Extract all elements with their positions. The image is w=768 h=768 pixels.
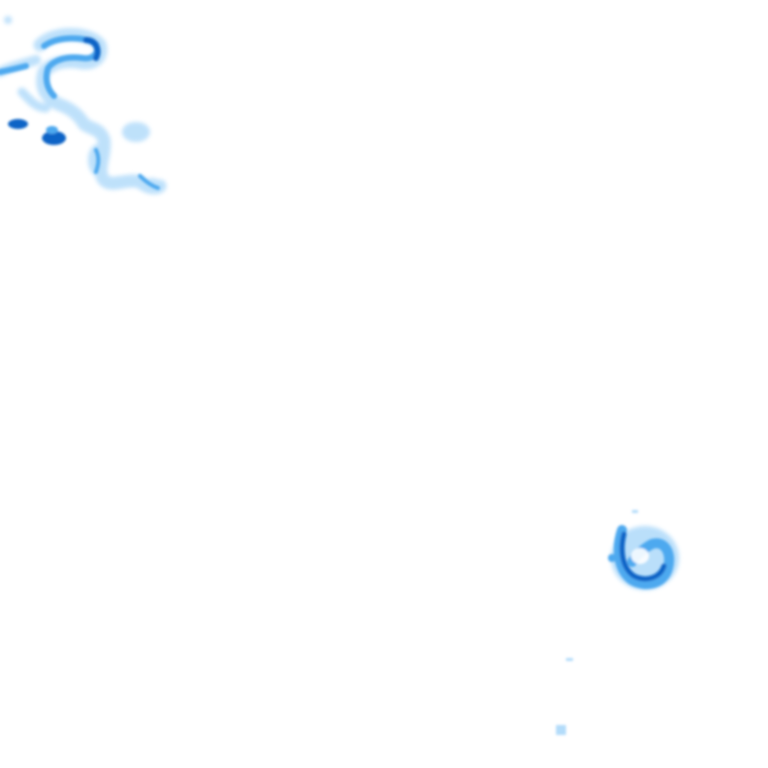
intensity-speck-south [556, 510, 638, 735]
intensity-cluster-southeast [608, 525, 679, 590]
intensity-cluster-northwest [0, 16, 167, 195]
